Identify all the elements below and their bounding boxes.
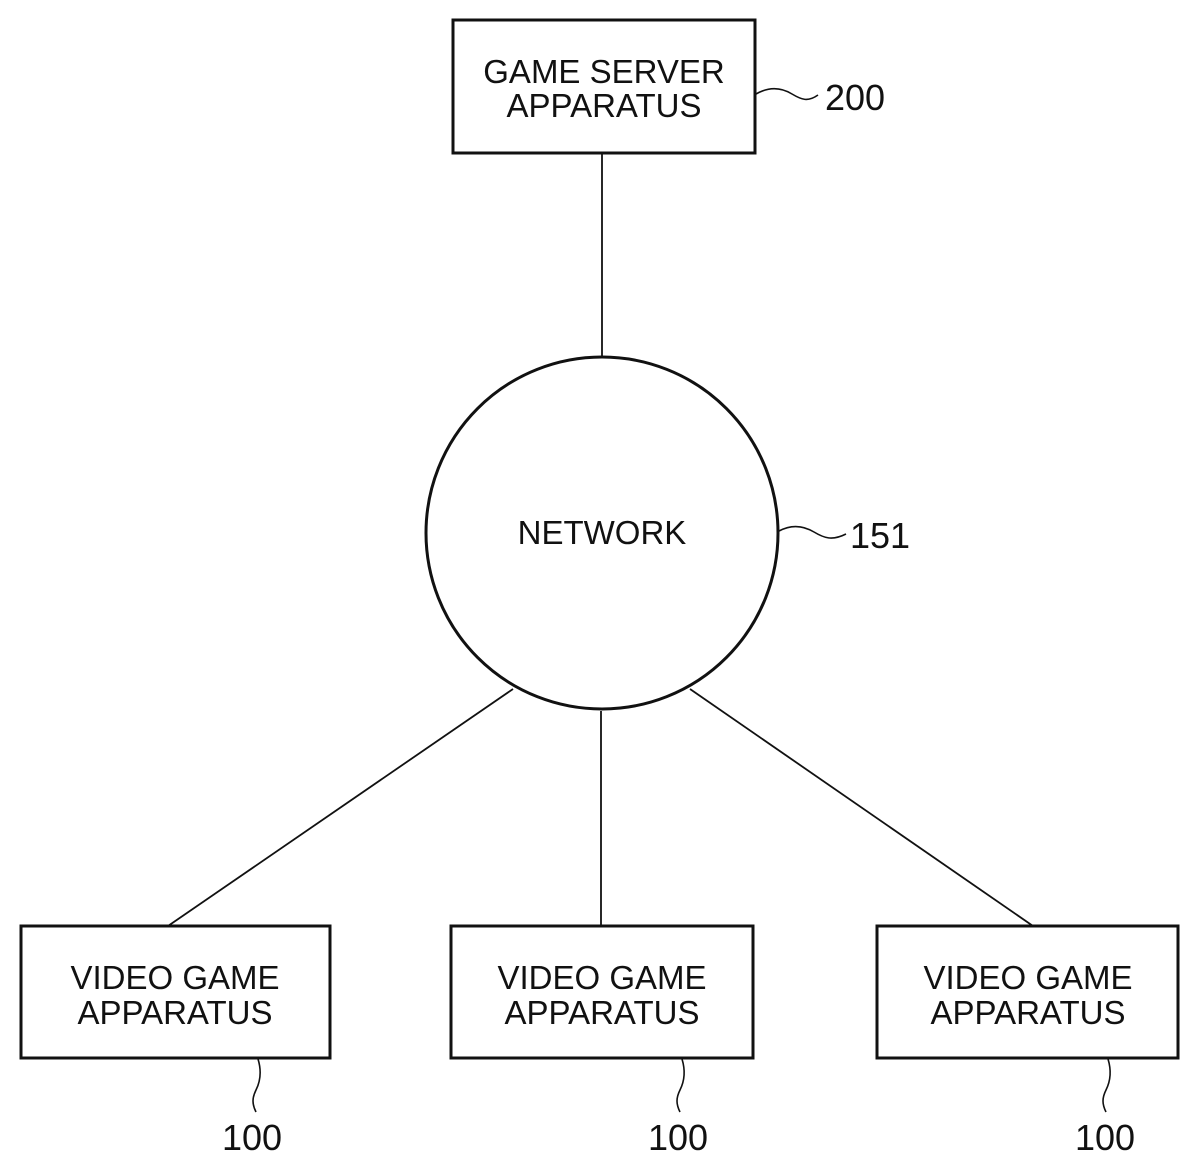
connector-network-client-1	[167, 688, 514, 927]
video-game-apparatus-1: VIDEO GAME APPARATUS	[19, 924, 332, 1060]
video-game-apparatus-2: VIDEO GAME APPARATUS	[449, 924, 755, 1060]
network-node: NETWORK	[424, 355, 780, 711]
client-3-label-line-1: VIDEO GAME	[923, 959, 1132, 996]
client-2-box	[449, 924, 755, 1060]
network-ref-leader	[778, 525, 847, 539]
game-server-apparatus: GAME SERVER APPARATUS	[451, 18, 757, 155]
server-ref-number: 200	[825, 77, 885, 118]
client-3-ref-number: 100	[1075, 1117, 1135, 1158]
client-1-ref-number: 100	[222, 1117, 282, 1158]
server-label-line-1: GAME SERVER	[483, 53, 724, 90]
client-2-ref-leader	[676, 1058, 685, 1113]
client-1-box	[19, 924, 332, 1060]
client-1-label-line-2: APPARATUS	[78, 994, 273, 1031]
connector-network-client-3	[689, 688, 1034, 927]
video-game-apparatus-3: VIDEO GAME APPARATUS	[875, 924, 1180, 1060]
client-2-label-line-1: VIDEO GAME	[497, 959, 706, 996]
client-1-label-line-1: VIDEO GAME	[70, 959, 279, 996]
network-label: NETWORK	[518, 514, 687, 551]
server-box	[451, 18, 757, 155]
server-label-line-2: APPARATUS	[507, 87, 702, 124]
network-circle	[424, 355, 780, 711]
client-3-ref-leader	[1102, 1058, 1111, 1113]
client-3-box	[875, 924, 1180, 1060]
client-3-label-line-2: APPARATUS	[931, 994, 1126, 1031]
network-ref-number: 151	[850, 515, 910, 556]
server-ref-leader	[755, 87, 819, 101]
client-2-label-line-2: APPARATUS	[505, 994, 700, 1031]
client-1-ref-leader	[252, 1058, 261, 1113]
client-2-ref-number: 100	[648, 1117, 708, 1158]
